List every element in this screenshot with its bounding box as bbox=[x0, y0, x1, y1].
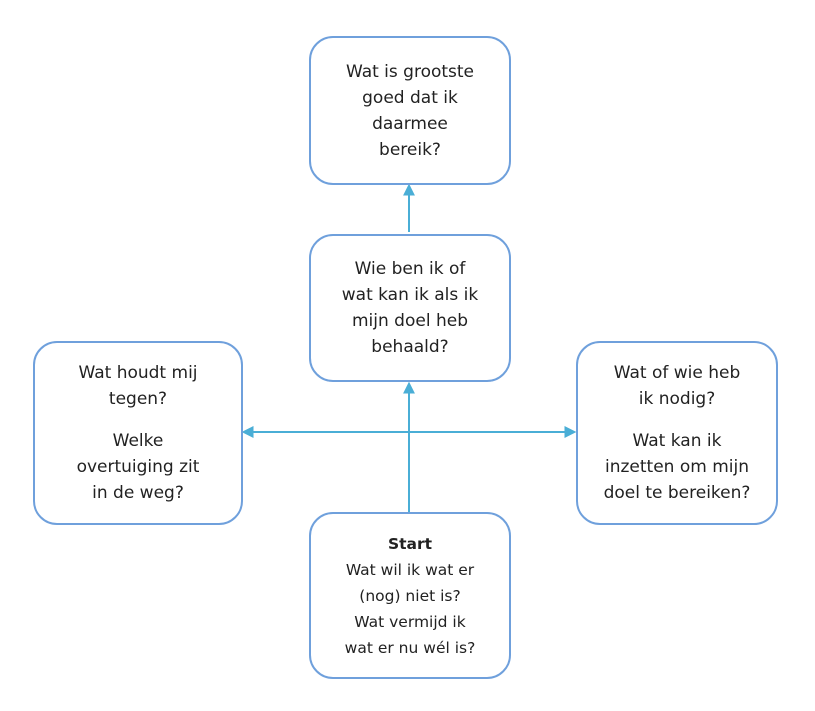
node-top-line-3: daarmee bbox=[372, 113, 448, 134]
node-start-heading: Start bbox=[387, 534, 433, 553]
node-right-group-1: Wat of wie heb ik nodig? bbox=[614, 360, 741, 412]
node-left-obstacles: Wat houdt mij tegen? Welke overtuiging z… bbox=[33, 341, 243, 525]
node-left-line-2: tegen? bbox=[108, 389, 168, 409]
node-top-goal: Wat is grootste goed dat ik daarmee bere… bbox=[309, 36, 511, 185]
node-right-line-2: ik nodig? bbox=[638, 389, 716, 409]
node-middle-line-4: behaald? bbox=[371, 337, 449, 357]
node-middle-line-2: wat kan ik als ik bbox=[341, 285, 479, 305]
node-left-line-3: Welke bbox=[112, 431, 164, 451]
node-start-line-3: Wat vermijd ik bbox=[354, 612, 466, 631]
node-top-line-2: goed dat ik bbox=[362, 87, 458, 108]
node-right-group-2: Wat kan ik inzetten om mijn doel te bere… bbox=[604, 428, 751, 506]
node-right-line-5: doel te bereiken? bbox=[603, 483, 751, 503]
node-start-line-2: (nog) niet is? bbox=[359, 586, 461, 605]
node-right-line-4: inzetten om mijn bbox=[604, 457, 749, 477]
node-left-line-1: Wat houdt mij bbox=[78, 363, 198, 383]
node-right-resources: Wat of wie heb ik nodig? Wat kan ik inze… bbox=[576, 341, 778, 525]
node-start: Start Wat wil ik wat er (nog) niet is? W… bbox=[309, 512, 511, 679]
node-top-line-1: Wat is grootste bbox=[345, 61, 475, 82]
node-right-line-3: Wat kan ik bbox=[632, 431, 722, 451]
node-right-line-1: Wat of wie heb bbox=[613, 363, 741, 383]
node-left-group-1: Wat houdt mij tegen? bbox=[78, 360, 197, 412]
node-middle-identity: Wie ben ik of wat kan ik als ik mijn doe… bbox=[309, 234, 511, 382]
node-start-line-1: Wat wil ik wat er bbox=[345, 560, 475, 579]
node-top-line-4: bereik? bbox=[379, 139, 441, 160]
node-left-line-4: overtuiging zit bbox=[76, 457, 200, 477]
node-left-group-2: Welke overtuiging zit in de weg? bbox=[77, 428, 200, 506]
node-middle-line-1: Wie ben ik of bbox=[354, 259, 466, 279]
node-middle-line-3: mijn doel heb bbox=[352, 311, 468, 331]
node-start-line-4: wat er nu wél is? bbox=[344, 638, 476, 657]
node-left-line-5: in de weg? bbox=[92, 483, 184, 503]
